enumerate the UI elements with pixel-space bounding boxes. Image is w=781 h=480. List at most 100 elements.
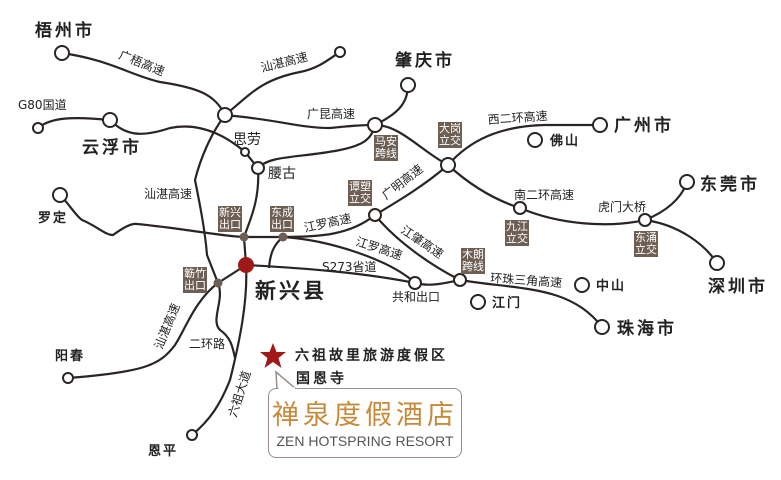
box-line: 立交 [349,192,371,205]
label-xinxing-county: 新兴县 [255,278,327,303]
node-zhuhai[interactable] [594,319,610,335]
exit-dongcheng-dot [278,232,288,242]
label-humen: 虎门大桥 [598,199,646,214]
road-yaogu-maan [257,124,377,169]
node-silao[interactable] [240,147,250,157]
box-maan-crossing: 马安跨线 [374,135,398,161]
exit-lezhu-dot [213,278,223,288]
node-shenzhen[interactable] [709,255,725,271]
road-xierhuan [447,123,600,166]
box-xinxing-exit: 新兴出口 [218,206,242,232]
box-line: 跨线 [462,260,484,273]
road-g80 [37,116,259,169]
label-luoding: 罗定 [38,210,68,226]
node-guangzhou[interactable] [592,117,608,133]
star-icon[interactable] [260,343,286,368]
city-labels: 梧州市 云浮市 肇庆市 广州市 东莞市 深圳市 珠海市 新兴县 罗定 佛山 中山… [35,20,768,459]
label-nanerhuan: 南二环高速 [514,187,574,202]
box-line: 东涌 [635,231,657,244]
label-s273: S273省道 [322,260,377,274]
exit-xinxing-dot [239,232,249,242]
node-tansu [368,208,382,222]
box-line: 出口 [184,279,206,292]
label-erhuan: 二环路 [189,336,225,351]
node-humen [638,213,652,227]
nodes [32,45,725,441]
label-jiangzhao: 江肇高速 [398,222,446,261]
road-guangkun [224,113,449,166]
box-dongchong-interchange: 东涌立交 [634,231,658,257]
node-gonghe [408,276,422,290]
label-huanzhu: 环珠三角高速 [490,270,563,290]
label-zhaoqing: 肇庆市 [395,50,455,71]
box-line: 马安 [375,135,397,148]
poi-guoen-temple: 国恩寺 [296,371,347,387]
node-junction-north [217,107,233,123]
node-foshan[interactable] [527,132,543,148]
road-dongcheng-s273 [267,236,284,269]
node-yaogu[interactable] [251,161,265,175]
label-enping: 恩平 [148,444,178,459]
road-s273 [245,263,416,285]
node-yangchun[interactable] [62,372,74,384]
road-guangwu [61,51,226,116]
box-line: 立交 [506,232,528,245]
label-yunfu: 云浮市 [82,137,142,158]
label-liuzu: 六祖大道 [225,369,254,419]
road-jiangluo-gonghe [282,235,416,284]
resort-callout[interactable]: 禅泉度假酒店 ZEN HOTSPRING RESORT [268,388,462,458]
road-shanzhan-north [224,51,341,116]
label-zhongshan: 中山 [596,278,626,294]
label-g80: G80国道 [18,98,67,112]
node-luoding[interactable] [52,187,68,203]
box-line: 立交 [439,134,461,147]
resort-name-en: ZEN HOTSPRING RESORT [276,433,454,449]
label-guangkun: 广昆高速 [307,106,355,121]
box-line: 出口 [271,218,293,231]
label-wuzhou: 梧州市 [35,20,95,41]
box-mulang-crossing: 木朗跨线 [461,248,485,274]
label-silao: 思劳 [233,132,261,148]
label-shanzhan-south: 汕湛高速 [151,301,183,351]
box-line: 大岗 [439,122,461,135]
box-dagang-interchange: 大岗立交 [438,122,462,148]
node-shanzhan-end [334,46,346,58]
road-erhuan [215,282,237,359]
node-dongguan[interactable] [679,174,695,190]
node-yunfu[interactable] [102,112,118,128]
label-foshan: 佛山 [549,133,580,149]
box-dongcheng-exit: 东成出口 [270,206,294,232]
box-line: 跨线 [375,147,397,160]
resort-name-cn: 禅泉度假酒店 [272,400,458,431]
label-yaogu: 腰古 [268,166,296,182]
label-shenzhen: 深圳市 [708,276,768,297]
road-shanzhan-west [193,114,226,284]
roads [37,51,718,436]
node-jiujiang [513,201,527,215]
node-zhongshan[interactable] [574,277,590,293]
poi-liuzu-resort-area: 六祖故里旅游度假区 [295,348,448,364]
box-line: 簕竹 [184,267,206,280]
label-gonghe: 共和出口 [392,290,440,304]
label-guangming: 广明高速 [379,161,426,202]
box-line: 谭塑 [349,180,371,193]
box-jiujiang-interchange: 九江立交 [505,220,529,246]
node-zhaoqing[interactable] [400,77,416,93]
label-yangchun: 阳春 [55,348,85,364]
road-shanzhan-south [67,264,247,380]
box-line: 木朗 [462,248,484,261]
label-guangwu: 广梧高速 [117,47,167,79]
road-liuzu [191,264,248,436]
label-shanzhan-west: 汕湛高速 [144,186,192,201]
box-line: 新兴 [219,206,241,219]
node-wuzhou[interactable] [54,45,70,61]
node-enping[interactable] [186,429,198,441]
label-guangzhou: 广州市 [614,115,674,136]
box-tansu-interchange: 谭塑立交 [348,180,372,206]
node-jiangmen[interactable] [470,294,486,310]
box-line: 出口 [219,218,241,231]
xinxing-county-marker[interactable] [238,257,254,273]
box-lezhu-exit: 簕竹出口 [183,267,207,293]
road-dongguan [644,182,689,222]
